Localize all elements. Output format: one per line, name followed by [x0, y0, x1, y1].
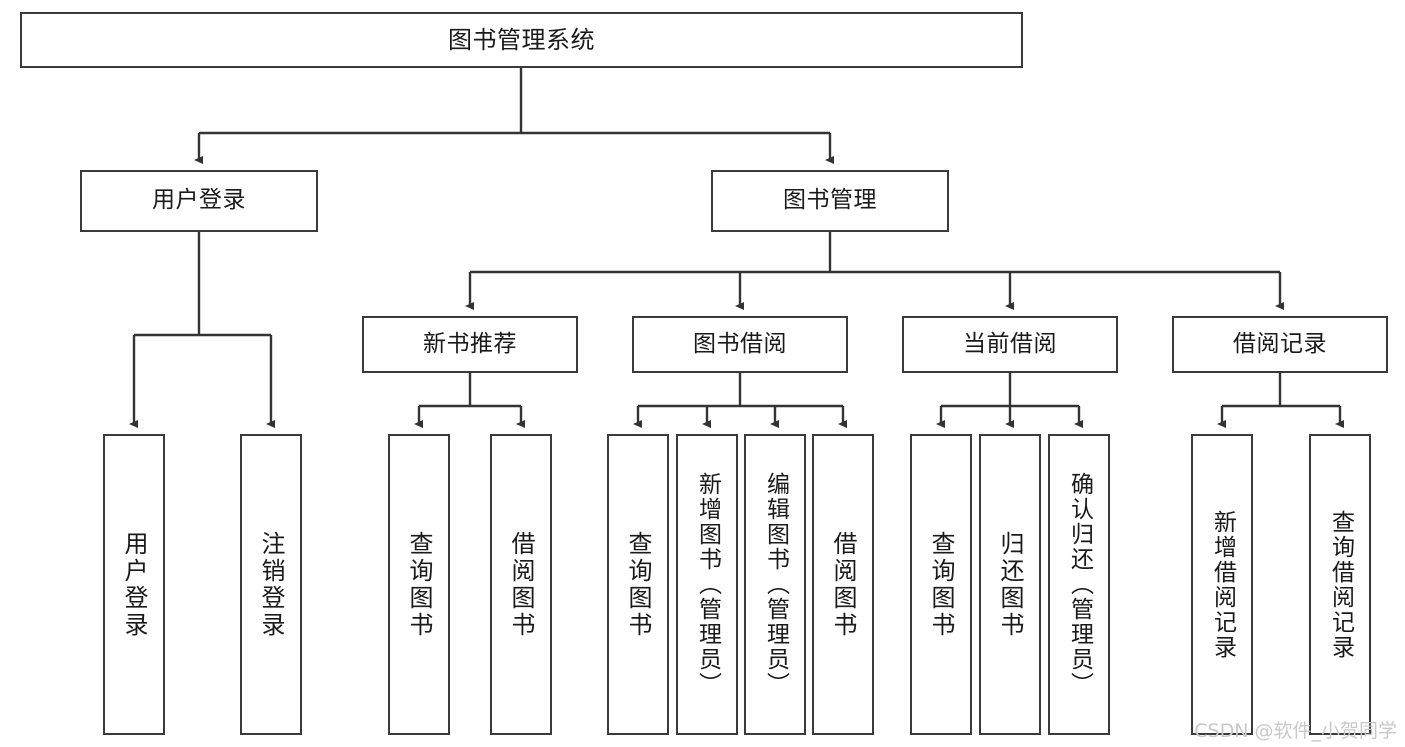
node-label: 注销登录 [257, 530, 285, 639]
node-label: 图书管理 [783, 187, 877, 214]
node-label: 归还图书 [996, 530, 1024, 639]
node-leaf-borrow-book[interactable]: 借阅图书 [812, 434, 874, 735]
node-label: 确认归还（管理员） [1066, 472, 1093, 697]
node-leaf-query-borrow-record[interactable]: 查询借阅记录 [1309, 434, 1371, 735]
node-label: 借阅记录 [1233, 330, 1327, 357]
node-label: 查询图书 [927, 530, 955, 639]
node-label: 图书管理系统 [448, 25, 595, 54]
node-label: 查询图书 [405, 530, 433, 639]
node-leaf-edit-book-admin[interactable]: 编辑图书（管理员） [744, 434, 806, 735]
node-label: 查询借阅记录 [1327, 509, 1354, 660]
node-leaf-borrow-book-recommend[interactable]: 借阅图书 [490, 434, 552, 735]
node-root-system[interactable]: 图书管理系统 [20, 12, 1023, 68]
node-leaf-query-book-recommend[interactable]: 查询图书 [388, 434, 450, 735]
node-leaf-return-book[interactable]: 归还图书 [979, 434, 1041, 735]
node-label: 编辑图书（管理员） [762, 472, 789, 697]
node-label: 新增借阅记录 [1209, 509, 1236, 660]
node-label: 当前借阅 [963, 330, 1057, 357]
node-leaf-query-book-current[interactable]: 查询图书 [910, 434, 972, 735]
node-book-borrow[interactable]: 图书借阅 [632, 316, 848, 373]
node-borrow-record[interactable]: 借阅记录 [1172, 316, 1388, 373]
node-leaf-logout[interactable]: 注销登录 [240, 434, 302, 735]
node-label: 图书借阅 [693, 330, 787, 357]
node-leaf-confirm-return-admin[interactable]: 确认归还（管理员） [1048, 434, 1110, 735]
node-leaf-user-login[interactable]: 用户登录 [103, 434, 165, 735]
node-label: 借阅图书 [507, 530, 535, 639]
node-new-book-recommend[interactable]: 新书推荐 [362, 316, 578, 373]
node-label: 新书推荐 [423, 330, 517, 357]
node-leaf-add-borrow-record[interactable]: 新增借阅记录 [1191, 434, 1253, 735]
node-label: 查询图书 [624, 530, 652, 639]
node-label: 用户登录 [152, 187, 246, 214]
csdn-watermark: CSDN @软件_小贺同学 [1194, 720, 1397, 742]
node-user-login[interactable]: 用户登录 [80, 170, 318, 232]
node-label: 借阅图书 [829, 530, 857, 639]
node-label: 用户登录 [120, 530, 148, 639]
node-label: 新增图书（管理员） [694, 472, 721, 697]
node-leaf-add-book-admin[interactable]: 新增图书（管理员） [676, 434, 738, 735]
node-current-borrow[interactable]: 当前借阅 [902, 316, 1118, 373]
node-leaf-query-book-borrow[interactable]: 查询图书 [607, 434, 669, 735]
node-book-management[interactable]: 图书管理 [711, 170, 949, 232]
